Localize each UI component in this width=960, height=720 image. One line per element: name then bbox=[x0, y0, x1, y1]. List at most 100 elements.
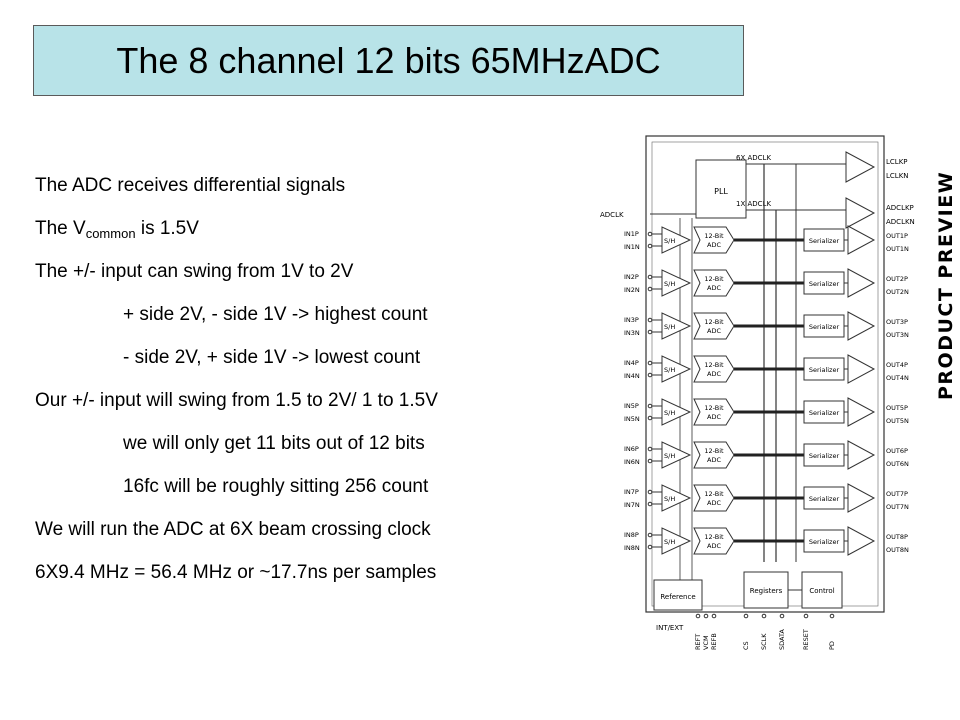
sample-hold-label: S/H bbox=[664, 237, 675, 245]
serializer-label: Serializer bbox=[809, 538, 840, 546]
sample-hold-label: S/H bbox=[664, 495, 675, 503]
output-p-label: OUT6P bbox=[886, 447, 908, 455]
sample-hold-triangle bbox=[661, 226, 692, 254]
input-p-label: IN6P bbox=[624, 445, 639, 453]
input-n-label: IN8N bbox=[624, 544, 640, 552]
output-buffer bbox=[847, 440, 876, 470]
output-n-label: OUT3N bbox=[886, 331, 909, 339]
adc-block bbox=[693, 527, 735, 555]
input-p-label: IN1P bbox=[624, 230, 639, 238]
adc-block bbox=[693, 312, 735, 340]
output-p-label: OUT4P bbox=[886, 361, 908, 369]
text-line: Our +/- input will swing from 1.5 to 2V/… bbox=[35, 390, 438, 411]
input-pin bbox=[647, 329, 653, 335]
sample-hold-label: S/H bbox=[664, 409, 675, 417]
output-p-label: OUT8P bbox=[886, 533, 908, 541]
adc-block bbox=[693, 398, 735, 426]
adc-label-line1: 12-Bit bbox=[704, 447, 724, 455]
bottom-pin-label: CS bbox=[742, 641, 750, 650]
adc-label-line2: ADC bbox=[707, 241, 721, 249]
bottom-pin bbox=[743, 613, 749, 619]
adclk-n-label: ADCLKN bbox=[886, 218, 915, 226]
text-line: 6X9.4 MHz = 56.4 MHz or ~17.7ns per samp… bbox=[35, 562, 437, 583]
bottom-pin bbox=[829, 613, 835, 619]
adc-label-line1: 12-Bit bbox=[704, 490, 724, 498]
input-n-label: IN2N bbox=[624, 286, 640, 294]
output-n-label: OUT2N bbox=[886, 288, 909, 296]
output-buffer bbox=[847, 397, 876, 427]
sample-hold-label: S/H bbox=[664, 366, 675, 374]
adc-label-line1: 12-Bit bbox=[704, 361, 724, 369]
adc-label-line2: ADC bbox=[707, 284, 721, 292]
input-pin bbox=[647, 360, 653, 366]
bottom-pin-label: REFT bbox=[694, 634, 702, 650]
input-n-label: IN6N bbox=[624, 458, 640, 466]
title-box: The 8 channel 12 bits 65MHzADC bbox=[33, 25, 744, 96]
adc-label-line2: ADC bbox=[707, 370, 721, 378]
pll-label: PLL bbox=[714, 187, 728, 196]
chip-outline bbox=[645, 135, 885, 613]
sample-hold-label: S/H bbox=[664, 452, 675, 460]
output-buffer bbox=[847, 526, 876, 556]
sample-hold-triangle bbox=[661, 484, 692, 512]
adc-block bbox=[693, 355, 735, 383]
input-pin bbox=[647, 286, 653, 292]
adc-block bbox=[693, 484, 735, 512]
input-pin bbox=[647, 458, 653, 464]
serializer-label: Serializer bbox=[809, 409, 840, 417]
output-p-label: OUT7P bbox=[886, 490, 908, 498]
input-n-label: IN3N bbox=[624, 329, 640, 337]
clk-1x-label: 1X ADCLK bbox=[736, 200, 771, 208]
output-n-label: OUT5N bbox=[886, 417, 909, 425]
text-line: We will run the ADC at 6X beam crossing … bbox=[35, 519, 431, 540]
text-line: + side 2V, - side 1V -> highest count bbox=[123, 304, 428, 325]
output-p-label: OUT2P bbox=[886, 275, 908, 283]
serializer-label: Serializer bbox=[809, 495, 840, 503]
output-buffer bbox=[847, 354, 876, 384]
control-block bbox=[801, 571, 843, 609]
adc-label-line2: ADC bbox=[707, 327, 721, 335]
bottom-pin-label: SCLK bbox=[760, 633, 768, 650]
output-p-label: OUT5P bbox=[886, 404, 908, 412]
int-ext-label: INT/EXT bbox=[656, 624, 684, 632]
lclk-n-label: LCLKN bbox=[886, 172, 909, 180]
adc-label-line1: 12-Bit bbox=[704, 404, 724, 412]
output-n-label: OUT8N bbox=[886, 546, 909, 554]
output-n-label: OUT7N bbox=[886, 503, 909, 511]
sample-hold-triangle bbox=[661, 355, 692, 383]
adc-label-line1: 12-Bit bbox=[704, 232, 724, 240]
input-n-label: IN4N bbox=[624, 372, 640, 380]
input-pin bbox=[647, 446, 653, 452]
text-line-vcommon: The Vcommon is 1.5V bbox=[35, 207, 595, 250]
input-pin bbox=[647, 403, 653, 409]
input-p-label: IN2P bbox=[624, 273, 639, 281]
input-p-label: IN3P bbox=[624, 316, 639, 324]
output-buffer bbox=[847, 311, 876, 341]
control-label: Control bbox=[809, 587, 834, 595]
bottom-pin bbox=[695, 613, 701, 619]
sample-hold-label: S/H bbox=[664, 323, 675, 331]
clk-6x-label: 6X ADCLK bbox=[736, 154, 771, 162]
bottom-pin-label: REFB bbox=[710, 633, 718, 650]
input-p-label: IN8P bbox=[624, 531, 639, 539]
sample-hold-triangle bbox=[661, 527, 692, 555]
page-title: The 8 channel 12 bits 65MHzADC bbox=[116, 39, 661, 81]
input-pin bbox=[647, 243, 653, 249]
adc-label-line2: ADC bbox=[707, 456, 721, 464]
watermark-text: PRODUCT PREVIEW bbox=[935, 171, 957, 400]
product-preview-watermark: PRODUCT PREVIEW bbox=[935, 171, 957, 400]
adc-label-line1: 12-Bit bbox=[704, 533, 724, 541]
reference-label: Reference bbox=[660, 593, 695, 601]
bottom-pin bbox=[803, 613, 809, 619]
input-p-label: IN5P bbox=[624, 402, 639, 410]
adc-label-line2: ADC bbox=[707, 413, 721, 421]
output-n-label: OUT4N bbox=[886, 374, 909, 382]
adc-label-line1: 12-Bit bbox=[704, 318, 724, 326]
serializer-label: Serializer bbox=[809, 452, 840, 460]
serializer-label: Serializer bbox=[809, 280, 840, 288]
reference-block bbox=[653, 579, 703, 611]
bottom-pin bbox=[703, 613, 709, 619]
bottom-pin-label: SDATA bbox=[778, 629, 786, 650]
